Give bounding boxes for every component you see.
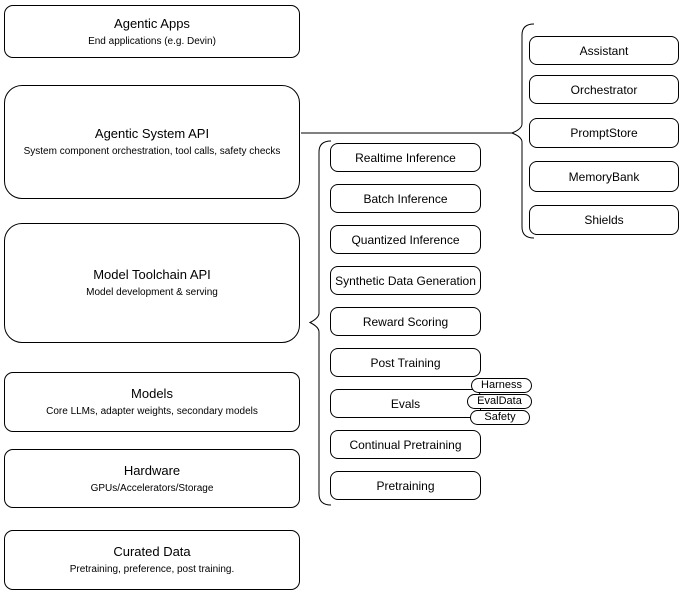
node-agentic-apps: Agentic Apps End applications (e.g. Devi…: [4, 5, 300, 58]
node-title: Agentic System API: [94, 126, 210, 141]
node-post-training: Post Training: [330, 348, 481, 377]
node-title: Hardware: [123, 462, 181, 478]
node-subtitle: System component orchestration, tool cal…: [23, 146, 281, 157]
node-hardware: Hardware GPUs/Accelerators/Storage: [4, 449, 300, 508]
node-pretraining: Pretraining: [330, 471, 481, 500]
node-title: Agentic Apps: [114, 15, 190, 31]
node-title: Model Toolchain API: [93, 267, 211, 282]
node-reward-scoring: Reward Scoring: [330, 307, 481, 336]
node-promptstore: PromptStore: [529, 118, 679, 148]
node-quantized-inference: Quantized Inference: [330, 225, 481, 254]
tag-harness: Harness: [471, 378, 532, 393]
node-subtitle: End applications (e.g. Devin): [88, 35, 216, 47]
node-models: Models Core LLMs, adapter weights, secon…: [4, 372, 300, 432]
node-subtitle: Pretraining, preference, post training.: [69, 564, 235, 575]
tag-evaldata: EvalData: [467, 394, 532, 409]
node-synthetic-data-generation: Synthetic Data Generation: [330, 266, 481, 295]
node-subtitle: GPUs/Accelerators/Storage: [90, 482, 214, 494]
node-agentic-system-api: Agentic System API System component orch…: [4, 85, 300, 199]
node-title: Models: [131, 386, 173, 401]
node-evals: Evals: [330, 389, 481, 418]
node-model-toolchain-api: Model Toolchain API Model development & …: [4, 223, 300, 343]
node-orchestrator: Orchestrator: [529, 75, 679, 104]
node-shields: Shields: [529, 205, 679, 235]
node-realtime-inference: Realtime Inference: [330, 143, 481, 172]
node-batch-inference: Batch Inference: [330, 184, 481, 213]
tag-safety: Safety: [470, 410, 530, 425]
node-title: Curated Data: [113, 544, 191, 559]
node-subtitle: Model development & serving: [86, 287, 218, 298]
toolchain-group-brace: [308, 140, 332, 506]
node-subtitle: Core LLMs, adapter weights, secondary mo…: [46, 406, 258, 417]
node-continual-pretraining: Continual Pretraining: [330, 430, 481, 459]
node-curated-data: Curated Data Pretraining, preference, po…: [4, 530, 300, 590]
node-assistant: Assistant: [529, 36, 679, 65]
node-memorybank: MemoryBank: [529, 161, 679, 192]
